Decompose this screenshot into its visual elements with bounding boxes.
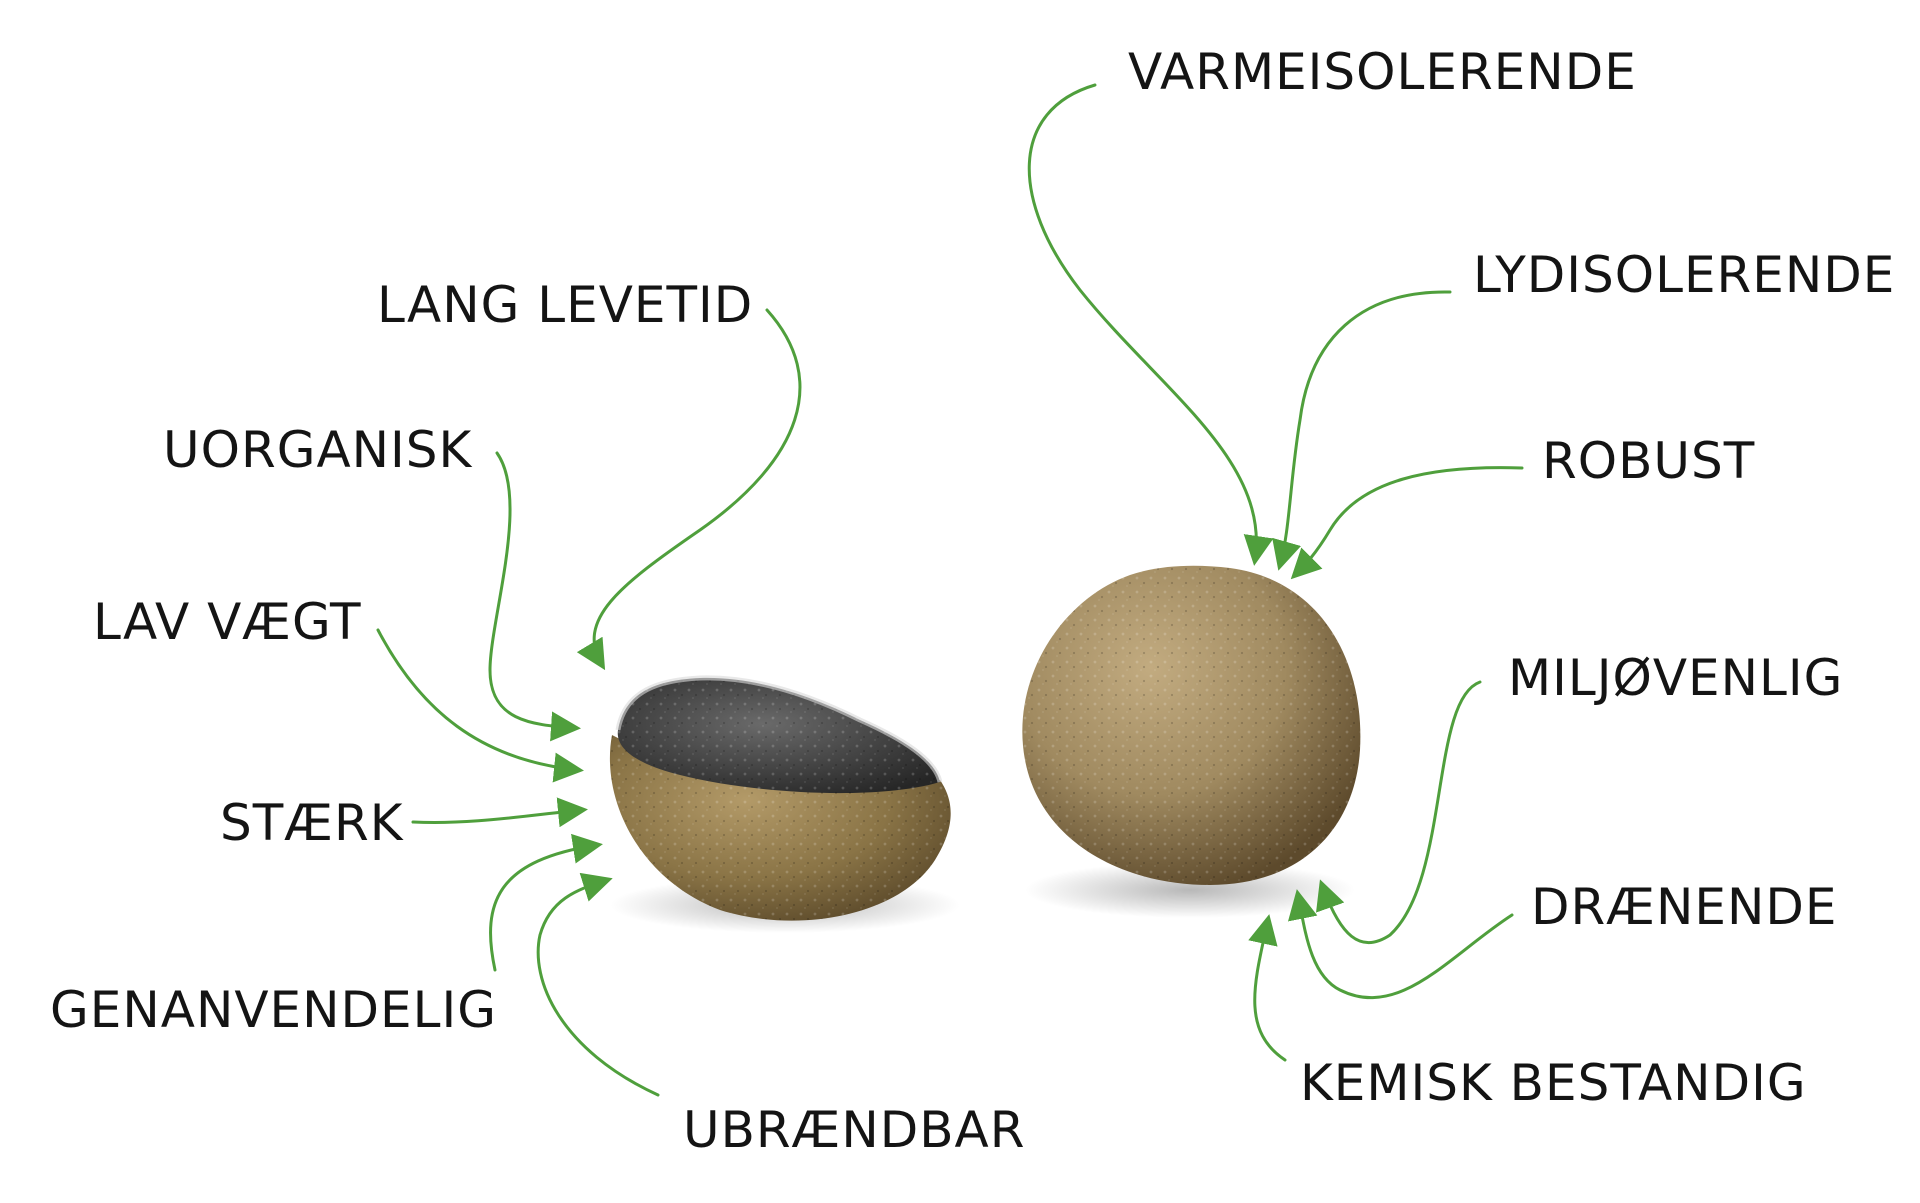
arrow-miljoevenlig xyxy=(1316,680,1482,945)
label-staerk: STÆRK xyxy=(220,794,404,852)
label-lang-levetid: LANG LEVETID xyxy=(377,276,754,334)
label-varmeisolerende: VARMEISOLERENDE xyxy=(1128,43,1637,101)
label-genanvendelig: GENANVENDELIG xyxy=(50,981,497,1039)
arrow-lav-vaegt xyxy=(376,628,584,783)
arrow-lang-levetid xyxy=(576,308,802,671)
whole-pebble-illustration xyxy=(1022,565,1361,918)
label-uorganisk: UORGANISK xyxy=(163,421,473,479)
label-lav-vaegt: LAV VÆGT xyxy=(93,593,362,651)
arrow-genanvendelig xyxy=(489,833,603,972)
arrows-right xyxy=(1027,83,1524,1062)
label-miljoevenlig: MILJØVENLIG xyxy=(1508,649,1844,707)
label-ubraendbar: UBRÆNDBAR xyxy=(683,1101,1026,1159)
arrow-varmeisolerende xyxy=(1027,83,1274,566)
arrow-uorganisk xyxy=(488,451,581,742)
arrow-kemisk-bestandig xyxy=(1248,914,1287,1062)
label-kemisk-bestandig: KEMISK BESTANDIG xyxy=(1300,1054,1807,1112)
arrow-staerk xyxy=(411,797,588,828)
arrow-robust xyxy=(1290,466,1524,580)
arrow-lydisolerende xyxy=(1272,290,1452,571)
arrow-draenende xyxy=(1287,889,1514,1000)
label-lydisolerende: LYDISOLERENDE xyxy=(1473,246,1896,304)
arrows-left xyxy=(376,308,802,1097)
label-robust: ROBUST xyxy=(1542,432,1756,490)
broken-pebble-illustration xyxy=(609,675,960,933)
arrow-ubraendbar xyxy=(536,872,660,1097)
label-draenende: DRÆNENDE xyxy=(1531,878,1838,936)
